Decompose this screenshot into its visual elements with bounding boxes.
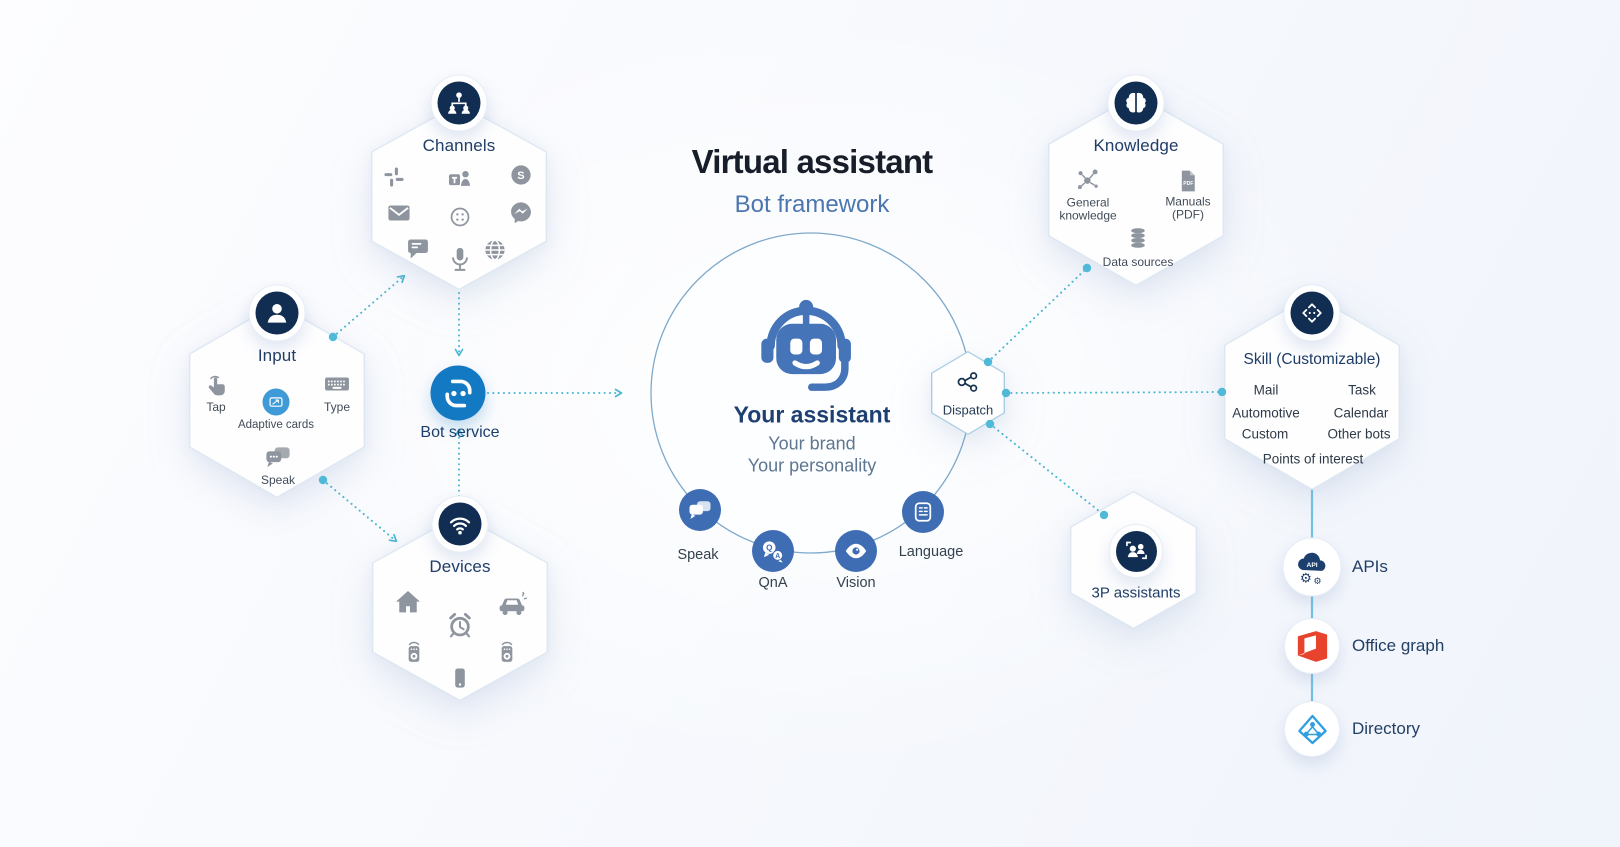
knowledge-graph-icon xyxy=(1073,165,1104,196)
office-graph-label: Office graph xyxy=(1352,636,1445,655)
bot-face-icon xyxy=(438,373,478,413)
mail-icon xyxy=(385,199,414,228)
adaptive-cards-label: Adaptive cards xyxy=(237,419,315,431)
home-icon xyxy=(393,587,424,618)
vision-capability xyxy=(835,530,877,572)
manuals-pdf-label: Manuals (PDF) xyxy=(1165,194,1211,222)
smart-speaker-icon xyxy=(401,639,428,666)
page-subtitle: Bot framework xyxy=(734,191,890,218)
dispatch-share-icon xyxy=(955,369,982,396)
api-cloud-icon xyxy=(1292,547,1332,587)
eye-icon xyxy=(842,537,870,565)
directory-diamond-icon xyxy=(1294,711,1331,748)
smart-speaker-icon xyxy=(494,639,521,666)
bot-service-label: Bot service xyxy=(420,424,500,441)
devices-badge xyxy=(431,495,489,553)
channels-badge xyxy=(430,74,488,132)
slack-icon xyxy=(381,164,408,191)
input-speak-label: Speak xyxy=(260,473,296,487)
messenger-icon xyxy=(507,198,535,226)
brain-icon xyxy=(1123,90,1150,117)
skype-icon xyxy=(507,161,535,189)
tap-label: Tap xyxy=(206,400,226,414)
knowledge-label: Knowledge xyxy=(1093,136,1179,155)
devices-label: Devices xyxy=(429,557,491,576)
channels-label: Channels xyxy=(422,136,496,155)
vision-label: Vision xyxy=(836,575,876,591)
speak-chat-icon xyxy=(263,442,294,473)
qna-icon xyxy=(758,536,788,566)
directory-node xyxy=(1284,701,1340,757)
knowledge-badge xyxy=(1107,74,1165,132)
bot-service-node xyxy=(430,365,486,421)
speak-icon xyxy=(686,496,714,524)
sitemap-icon xyxy=(446,90,473,117)
general-knowledge-label: General knowledge xyxy=(1059,195,1117,223)
assistant-personality: Your personality xyxy=(747,455,877,476)
directory-label: Directory xyxy=(1352,719,1421,738)
language-doc-icon xyxy=(909,498,937,526)
microphone-icon xyxy=(446,245,475,274)
button-dots-icon xyxy=(446,203,474,231)
language-label: Language xyxy=(898,544,964,560)
skill-item-calendar: Calendar xyxy=(1333,405,1389,421)
tap-hand-icon xyxy=(202,372,231,401)
wifi-icon xyxy=(447,511,474,538)
skill-label: Skill (Customizable) xyxy=(1243,351,1381,368)
line-input-devices xyxy=(322,479,398,543)
adaptive-card-icon xyxy=(267,393,286,412)
qna-capability xyxy=(752,530,794,572)
teams-icon xyxy=(445,165,476,196)
person-icon xyxy=(264,300,291,327)
data-sources-label: Data sources xyxy=(1102,255,1174,269)
office-graph-node xyxy=(1284,618,1340,674)
input-label: Input xyxy=(257,346,297,365)
skill-item-task: Task xyxy=(1348,382,1376,398)
phone-icon xyxy=(447,665,474,692)
skill-item-automotive: Automotive xyxy=(1232,405,1300,421)
line-input-channels xyxy=(332,274,406,338)
apis-label: APIs xyxy=(1352,557,1388,576)
type-label: Type xyxy=(323,400,351,414)
skill-badge xyxy=(1283,284,1341,342)
line-dispatch-skill xyxy=(1005,391,1223,394)
skill-item-mail: Mail xyxy=(1253,382,1279,398)
keyboard-icon xyxy=(322,369,353,400)
input-badge xyxy=(248,284,306,342)
sms-icon xyxy=(404,234,432,262)
assistant-heading: Your assistant xyxy=(733,401,891,428)
adaptive-cards-node xyxy=(262,388,290,416)
alarm-clock-icon xyxy=(444,609,476,641)
robot-icon xyxy=(761,299,851,391)
3p-assistants-label: 3P assistants xyxy=(1091,584,1181,602)
skill-item-other-bots: Other bots xyxy=(1327,426,1391,442)
skill-dpad-icon xyxy=(1299,300,1326,327)
3p-assistants-badge xyxy=(1109,524,1163,578)
speak-capability xyxy=(679,489,721,531)
car-icon xyxy=(496,588,529,621)
apis-node xyxy=(1282,537,1342,597)
page-title: Virtual assistant xyxy=(691,143,934,180)
dispatch-label: Dispatch xyxy=(942,402,994,418)
dispatch-hexagon xyxy=(931,351,1005,435)
line-dispatch-3p xyxy=(989,423,1105,516)
globe-icon xyxy=(481,236,509,264)
qna-label: QnA xyxy=(758,575,788,591)
pdf-icon xyxy=(1175,168,1202,195)
speak-label: Speak xyxy=(677,547,719,563)
skill-item-points-of-interest: Points of interest xyxy=(1262,451,1364,467)
3p-people-icon xyxy=(1123,538,1150,565)
assistant-brand: Your brand xyxy=(768,433,856,454)
office-icon xyxy=(1294,628,1331,665)
line-dispatch-knowledge xyxy=(987,267,1088,363)
database-icon xyxy=(1125,225,1151,251)
skill-item-custom: Custom xyxy=(1241,426,1289,442)
language-capability xyxy=(902,491,944,533)
